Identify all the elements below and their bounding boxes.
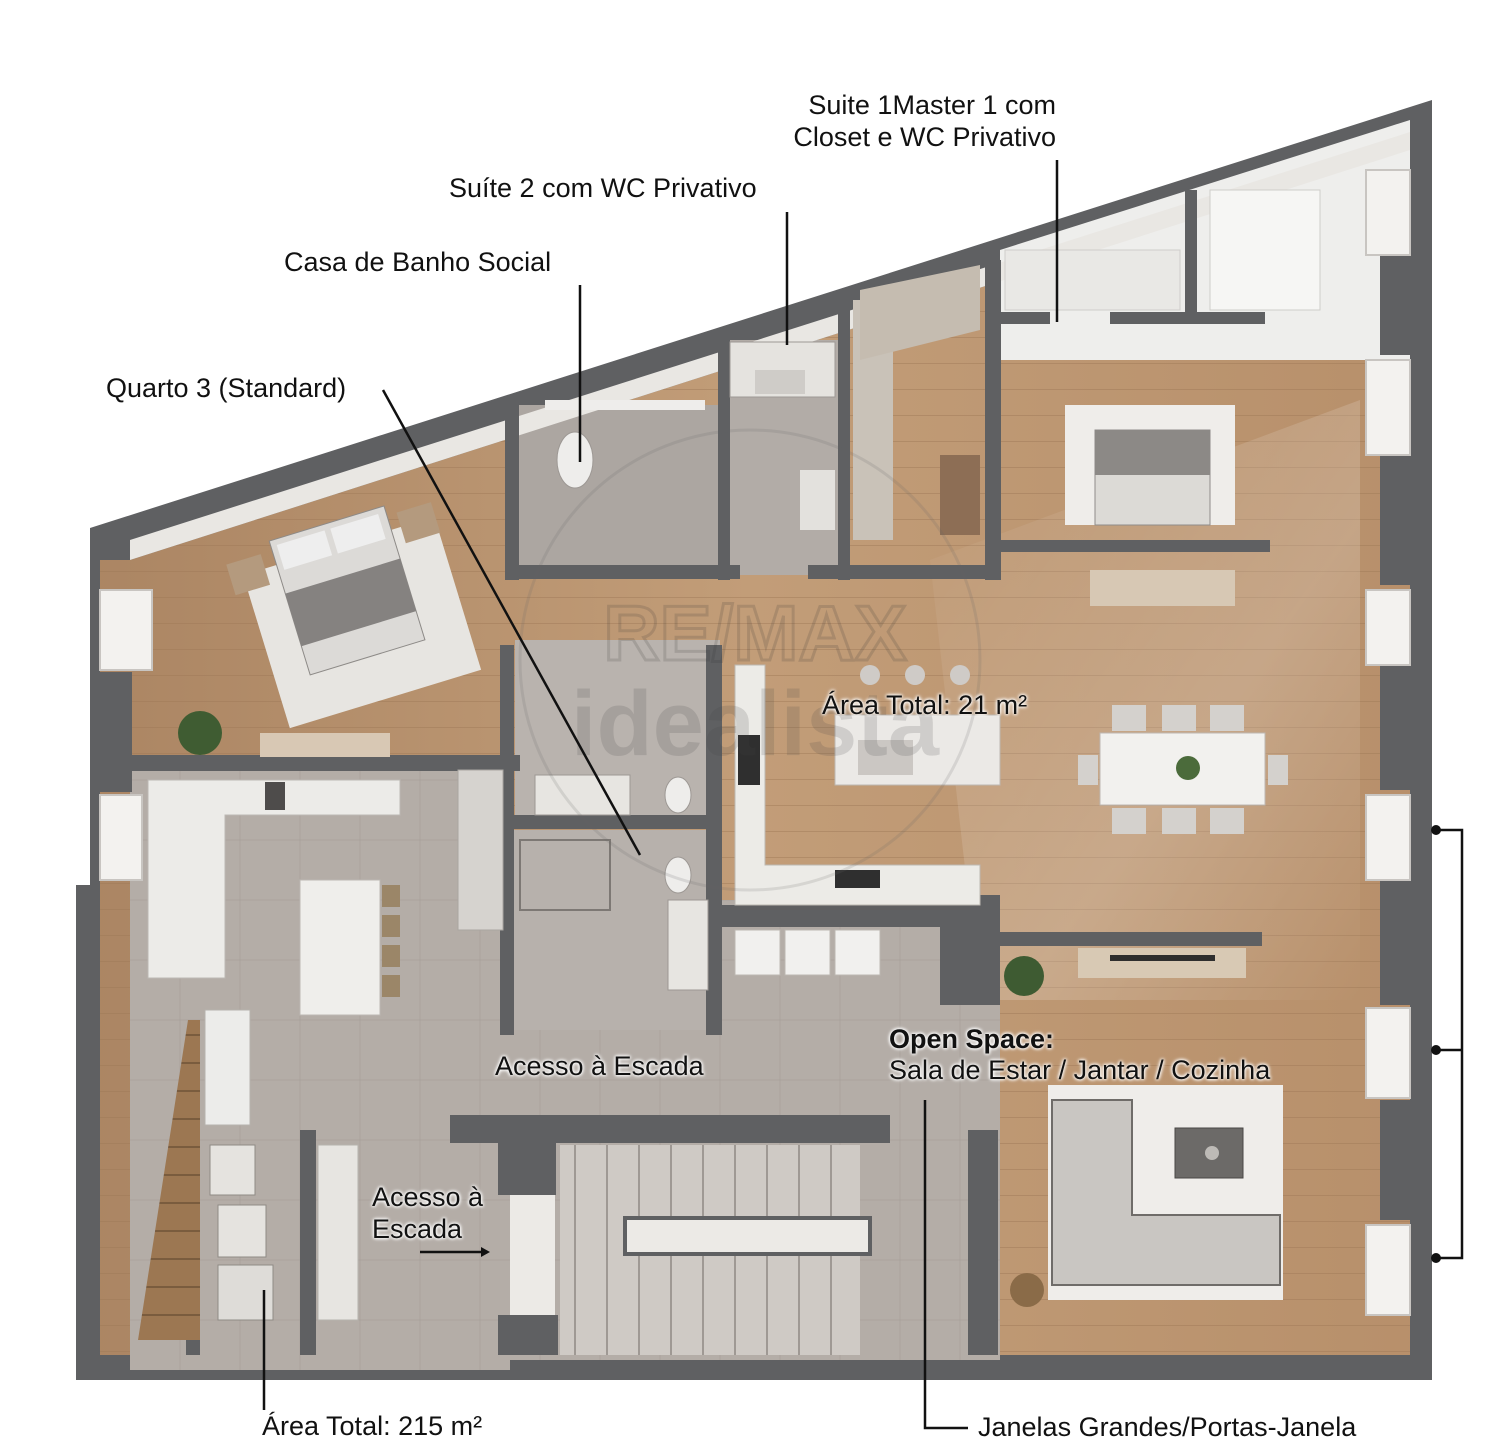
window-master-1: [1365, 169, 1411, 256]
washing-machine: [217, 1204, 267, 1258]
label-stair-access-2-line1: Acesso à: [372, 1182, 484, 1212]
label-open-space-sub: Sala de Estar / Jantar / Cozinha: [889, 1055, 1271, 1085]
leader-windows: [923, 1100, 968, 1430]
label-suite1-line2: Closet e WC Privativo: [793, 122, 1056, 152]
furniture: [138, 189, 1321, 1355]
label-suite2: Suíte 2 com WC Privativo: [449, 173, 757, 203]
window-bedroom3: [99, 589, 153, 671]
window-living-2: [1365, 794, 1411, 881]
window-living-4: [1365, 1224, 1411, 1316]
windows-bracket: [1436, 828, 1464, 1260]
sofa: [1051, 1099, 1281, 1286]
kitchen-island: [299, 879, 381, 1016]
label-stair-access-2-line2: Escada: [372, 1214, 463, 1244]
plant-icon: [1004, 956, 1044, 996]
label-windows: Janelas Grandes/Portas-Janela: [978, 1412, 1357, 1442]
window-kitchen: [99, 794, 143, 881]
bedroom3-furniture: [226, 502, 482, 729]
leader-room3: [381, 389, 642, 856]
windows: [99, 169, 1411, 1316]
leader-lines: [262, 160, 1464, 1430]
label-suite1-line1: Suite 1Master 1 com: [808, 90, 1056, 120]
service-stair: [138, 1020, 200, 1340]
label-room3: Quarto 3 (Standard): [106, 373, 347, 403]
label-stair-access-main: Acesso à Escada: [495, 1051, 704, 1081]
window-living-3: [1365, 1007, 1411, 1099]
social-bathroom-floor: [515, 405, 725, 575]
dining-table: [1099, 732, 1266, 806]
window-living-1: [1365, 589, 1411, 666]
svg-text:RE/MAX: RE/MAX: [603, 589, 906, 677]
window-master-2: [1365, 359, 1411, 456]
watermark: RE/MAX idealista: [518, 428, 982, 892]
plant-icon: [1176, 756, 1200, 780]
label-island-area: Área Total: 21 m²: [822, 690, 1028, 720]
plant-icon: [178, 711, 222, 755]
svg-text:idealista: idealista: [571, 673, 940, 775]
label-social-bathroom: Casa de Banho Social: [284, 247, 552, 277]
label-open-space-title: Open Space:: [889, 1024, 1055, 1054]
label-total-area: Área Total: 215 m²: [262, 1411, 483, 1441]
